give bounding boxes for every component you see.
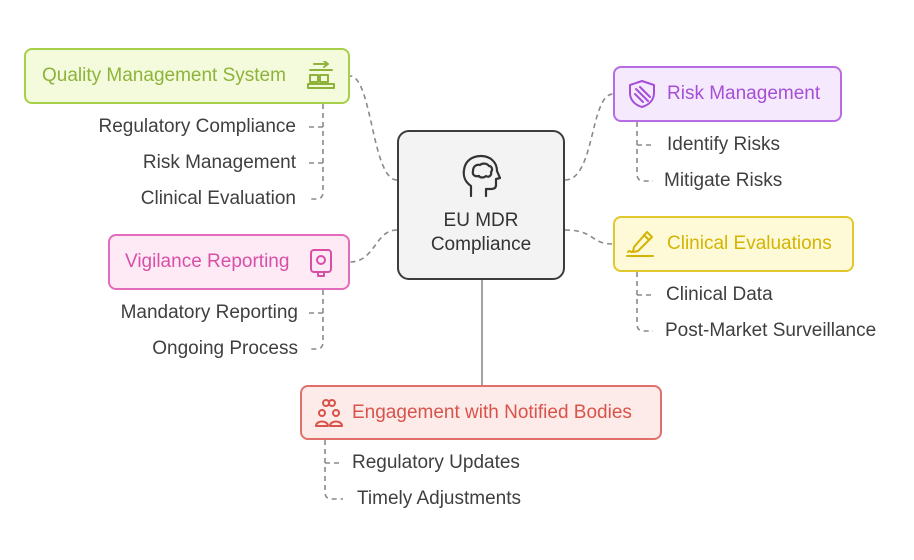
vigilance-item: Mandatory Reporting bbox=[120, 302, 298, 323]
center-title-line2: Compliance bbox=[430, 234, 532, 255]
connector-risk bbox=[564, 93, 614, 181]
risk-item: Mitigate Risks bbox=[664, 170, 783, 191]
notified-item: Regulatory Updates bbox=[352, 452, 520, 473]
clinical-title: Clinical Evaluations bbox=[667, 233, 832, 254]
qms-title: Quality Management System bbox=[42, 65, 286, 86]
connector-clinical bbox=[564, 229, 614, 245]
connector-qms bbox=[349, 75, 398, 181]
notified-node: Engagement with Notified Bodies bbox=[300, 385, 662, 440]
risk-items-spine bbox=[636, 122, 653, 182]
qms-items-spine bbox=[309, 104, 324, 200]
notified-item: Timely Adjustments bbox=[357, 488, 522, 509]
clinical-item: Post-Market Surveillance bbox=[665, 320, 877, 341]
head-brain-icon bbox=[461, 154, 502, 203]
center-title-line1: EU MDR bbox=[443, 210, 519, 231]
vigilance-title: Vigilance Reporting bbox=[125, 251, 290, 272]
vigilance-items-spine bbox=[309, 290, 324, 350]
connector-vigilance bbox=[349, 229, 398, 263]
clinical-node: Clinical Evaluations bbox=[613, 216, 854, 272]
qms-item: Risk Management bbox=[142, 152, 296, 173]
qms-item: Clinical Evaluation bbox=[140, 188, 296, 209]
risk-node: Risk Management bbox=[613, 66, 842, 122]
vigilance-node: Vigilance Reporting bbox=[108, 234, 350, 290]
center-node: EU MDR Compliance bbox=[397, 130, 565, 280]
notified-title: Engagement with Notified Bodies bbox=[352, 401, 632, 423]
notified-items-spine bbox=[324, 440, 343, 500]
risk-title: Risk Management bbox=[667, 83, 821, 104]
pen-sign-icon bbox=[625, 229, 655, 259]
people-group-icon bbox=[314, 398, 344, 428]
conveyor-icon bbox=[306, 61, 336, 91]
report-device-icon bbox=[306, 247, 336, 277]
risk-item: Identify Risks bbox=[667, 134, 780, 155]
qms-node: Quality Management System bbox=[24, 48, 350, 104]
vigilance-item: Ongoing Process bbox=[152, 338, 298, 359]
shield-icon bbox=[627, 79, 657, 109]
clinical-item: Clinical Data bbox=[666, 284, 773, 305]
qms-item: Regulatory Compliance bbox=[98, 116, 297, 137]
clinical-items-spine bbox=[636, 272, 653, 332]
